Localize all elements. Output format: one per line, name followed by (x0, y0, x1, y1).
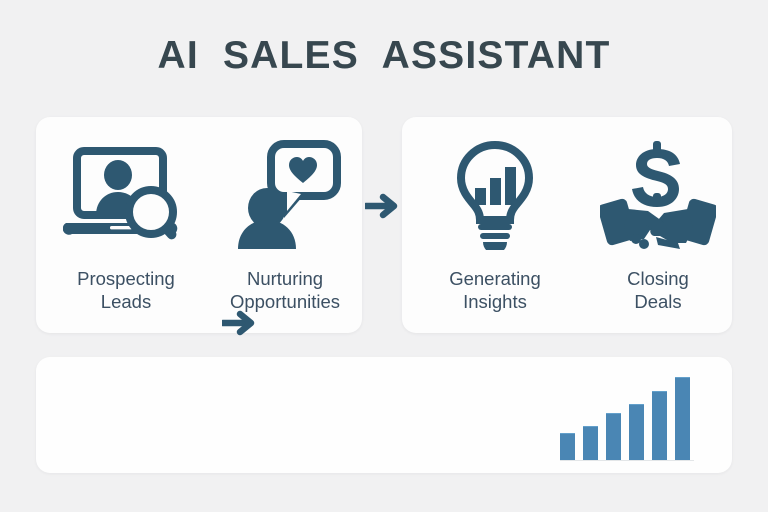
person-heart-speech-bubble-icon (238, 140, 341, 249)
stage-nurturing-opportunities[interactable]: Nurturing Opportunities (208, 117, 362, 333)
stage-label-generating-insights: Generating Insights (449, 268, 541, 313)
arrow-right-icon (219, 310, 255, 336)
arrow-right-icon (362, 193, 398, 219)
chart-bar (583, 425, 598, 460)
ascending-bar-chart-icon (560, 369, 694, 461)
stage-label-nurturing-opportunities: Nurturing Opportunities (229, 268, 341, 313)
stage-closing-deals[interactable]: Closing Deals (584, 117, 732, 333)
page-title: AI SALES ASSISTANT (157, 34, 611, 77)
chart-bar (606, 413, 621, 460)
person-heart-speech-bubble-icon-wrap (208, 135, 362, 255)
chart-bar (560, 433, 575, 460)
stage-label-closing-deals: Closing Deals (627, 268, 689, 313)
chart-bar (629, 404, 644, 460)
stage-prospecting-leads[interactable]: Prospecting Leads (44, 117, 208, 333)
handshake-dollar-icon-wrap (584, 135, 732, 255)
card-insights-closing[interactable]: Generating Insights (402, 117, 732, 333)
laptop-person-magnifier-icon-wrap (44, 135, 208, 255)
card-prospecting-nurturing[interactable]: Prospecting Leads (36, 117, 362, 336)
stage-label-prospecting-leads: Prospecting Leads (77, 268, 175, 313)
lightbulb-bar-chart-icon-wrap (412, 135, 578, 255)
chart-bar (652, 390, 667, 460)
arrow-between-cards (362, 192, 399, 220)
arrow-prospecting-to-nurturing (219, 309, 256, 337)
laptop-person-magnifier-icon (63, 147, 178, 240)
growth-panel[interactable] (36, 357, 732, 473)
chart-bar (675, 377, 690, 460)
chart-baseline (560, 460, 694, 461)
stage-generating-insights[interactable]: Generating Insights (412, 117, 578, 333)
handshake-dollar-icon (600, 141, 716, 249)
lightbulb-bar-chart-icon (456, 140, 534, 250)
